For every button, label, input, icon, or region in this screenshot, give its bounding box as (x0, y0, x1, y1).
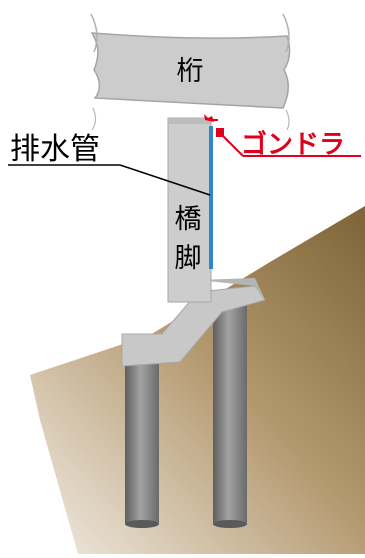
pier-column-top (168, 118, 211, 124)
drain-pipe-label: 排水管 (10, 132, 100, 167)
pier-footing-side (198, 278, 265, 300)
pile-right-base (213, 520, 247, 528)
pier-label-bottom: 脚 (175, 243, 202, 274)
ground-slope (30, 206, 365, 554)
girder-label: 桁 (177, 56, 204, 87)
pier-label-top: 橋 (175, 204, 202, 235)
girder (90, 32, 291, 109)
pile-left-base (125, 520, 159, 528)
pile-right (213, 302, 247, 524)
girder-break-right-low (285, 109, 290, 131)
gondola-label: ゴンドラ (241, 129, 345, 160)
girder-break-left-low (91, 107, 97, 131)
gondola-basket (216, 128, 224, 137)
pile-left (125, 362, 159, 524)
gondola-leader (219, 132, 244, 157)
girder-break-left (90, 13, 98, 53)
drain-pipe-leader-diag (119, 164, 211, 196)
pier-column (167, 117, 212, 303)
girder-break-right (282, 13, 290, 53)
gondola-hook (204, 114, 214, 122)
drain-pipe (209, 126, 213, 269)
